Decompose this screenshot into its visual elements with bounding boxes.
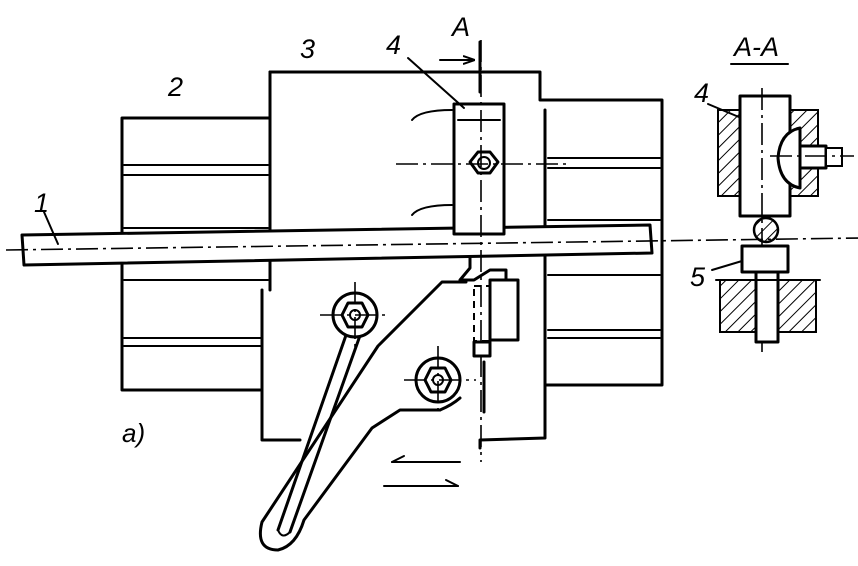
label-part-5: 5 [690,262,706,292]
label-section-title: A-A [732,32,779,62]
body-part-2 [120,116,272,392]
label-part-4: 4 [386,30,401,60]
figure-label: а) [122,418,145,448]
pivot-bolt-upper [320,282,390,348]
lever-arm [258,280,468,552]
label-part-3: 3 [300,34,315,64]
latch-assembly [458,256,520,414]
direction-arrows [383,455,461,487]
block-part-4 [396,40,570,462]
label-part-1: 1 [34,188,49,218]
label-part-4-section: 4 [694,78,709,108]
nut-icon [468,150,500,175]
rod-part-1 [5,223,858,267]
section-a-a [715,63,854,352]
pivot-bolt-lower [404,346,476,414]
label-part-2: 2 [167,72,183,102]
label-section-marker: A [450,12,470,42]
